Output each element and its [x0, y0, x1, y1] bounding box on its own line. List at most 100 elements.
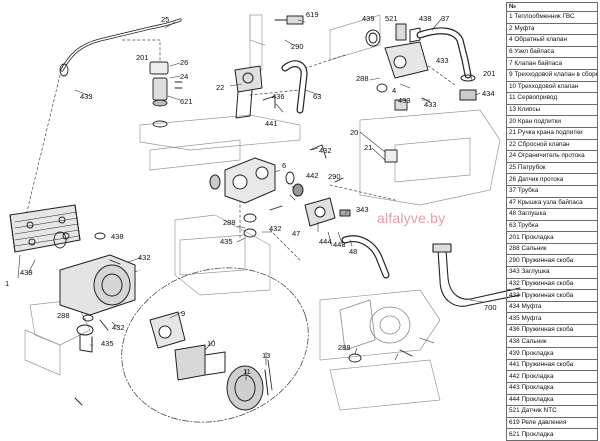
callout-48: 48: [349, 247, 358, 256]
callout-63: 63: [313, 92, 322, 101]
callout-290-a: 290: [291, 42, 304, 51]
watermark-text: alfalyve.by: [377, 210, 446, 226]
legend-row: 22 Сбросной клапан: [506, 138, 598, 152]
callout-438-b: 438: [111, 232, 124, 241]
callout-leaders: [17, 17, 484, 381]
callout-439-a: 439: [362, 14, 375, 23]
callout-21: 21: [364, 143, 373, 152]
callout-521: 521: [385, 14, 398, 23]
legend-row-text: 290 Пружинная скоба: [506, 254, 598, 268]
servo-cable: [432, 243, 521, 307]
callout-25: 25: [161, 15, 170, 24]
callout-700: 700: [484, 303, 497, 312]
legend-row-text: 435 Муфта: [506, 312, 598, 326]
legend-row-text: 11 Сервопривод: [506, 92, 598, 105]
legend-row: 13 Клипсы: [506, 103, 598, 117]
legend-row: 435 Муфта: [506, 312, 598, 326]
legend-row: 443 Прокладка: [506, 382, 598, 395]
filling-tap: [384, 99, 408, 163]
background-chassis-lines: [24, 14, 501, 411]
legend-header-row: №: [506, 2, 598, 12]
legend-row-text: 20 Кран подпитки: [506, 115, 598, 128]
callout-47: 47: [292, 229, 301, 238]
callout-201-right: 201: [483, 69, 496, 78]
legend-row-text: 434 Муфта: [506, 300, 598, 314]
legend-row-text: 433 Пружинная скоба: [506, 289, 598, 302]
legend-row: 433 Пружинная скоба: [506, 289, 598, 302]
pump-motor: [339, 299, 411, 351]
callout-37: 37: [441, 14, 450, 23]
legend-row-text: 22 Сбросной клапан: [506, 138, 598, 152]
legend-row: 37 Трубка: [506, 184, 598, 198]
legend-row: 26 Датчик протока: [506, 173, 598, 186]
callout-433-b: 433: [436, 56, 449, 65]
legend-row: 63 Трубка: [506, 219, 598, 233]
legend-row-text: 63 Трубка: [506, 219, 598, 233]
legend-row: 1 Теплообменник ГВС: [506, 11, 598, 24]
legend-row-text: 621 Прокладка: [506, 428, 598, 441]
legend-row: 441 Пружинная скоба: [506, 358, 598, 372]
callout-288-d: 288: [338, 343, 351, 352]
callout-443: 443: [333, 240, 346, 249]
legend-row-text: 441 Пружинная скоба: [506, 358, 598, 372]
legend-row: 288 Сальник: [506, 242, 598, 256]
legend-row-text: 443 Прокладка: [506, 382, 598, 395]
legend-row: 7 Клапан байпаса: [506, 57, 598, 70]
callout-436: 436: [272, 92, 285, 101]
callout-20: 20: [350, 128, 359, 137]
callout-433-a: 433: [80, 92, 93, 101]
legend-row: 21 Ручка крана подпитки: [506, 126, 598, 140]
legend-row-text: 9 Трехходовой клапан в сборе: [506, 68, 598, 82]
legend-row: 25 Патрубок: [506, 161, 598, 175]
right-valve-block: [365, 23, 429, 79]
callout-1: 1: [5, 279, 10, 288]
legend-row-text: 24 Ограничитель протока: [506, 150, 598, 163]
legend-row: 48 Заглушка: [506, 208, 598, 221]
legend-row: 621 Прокладка: [506, 428, 598, 441]
callout-6: 6: [282, 161, 287, 170]
legend-row-text: 6 Узел байпаса: [506, 45, 598, 59]
callout-433-c: 433: [424, 100, 437, 109]
callout-432-b: 432: [269, 224, 282, 233]
legend-row-text: 438 Сальник: [506, 335, 598, 349]
legend-row-text: 4 Обратный клапан: [506, 34, 598, 47]
coupling-434: [459, 74, 477, 101]
three-way-valve: [149, 311, 273, 411]
legend-row: 24 Ограничитель протока: [506, 150, 598, 163]
callout-435-a: 435: [220, 237, 233, 246]
legend-row-text: 444 Прокладка: [506, 393, 598, 407]
legend-row: 521 Датчик NTC: [506, 405, 598, 418]
callout-22: 22: [216, 83, 225, 92]
legend-row: 438 Сальник: [506, 335, 598, 349]
callout-11: 11: [243, 367, 251, 376]
callout-435-b: 435: [101, 339, 114, 348]
legend-row: 439 Прокладка: [506, 347, 598, 360]
legend-row: 47 Крышка узла байпаса: [506, 196, 598, 210]
legend-row: 434 Муфта: [506, 300, 598, 314]
bypass-cover: [304, 197, 351, 227]
clips-and-seals: [53, 63, 431, 406]
legend-row-text: 2 Муфта: [506, 22, 598, 36]
legend-row: 619 Реле давления: [506, 416, 598, 430]
flow-sensor-assembly: [149, 61, 183, 128]
legend-row-text: 7 Клапан байпаса: [506, 57, 598, 70]
legend-row: 9 Трехходовой клапан в сборе: [506, 68, 598, 82]
legend-row: 290 Пружинная скоба: [506, 254, 598, 268]
callout-288-c: 288: [57, 311, 70, 320]
legend-row: 436 Пружинная скоба: [506, 324, 598, 337]
legend-row-text: 1 Теплообменник ГВС: [506, 11, 598, 24]
callout-619: 619: [306, 10, 319, 19]
callout-434: 434: [482, 89, 495, 98]
callout-439-b: 439: [20, 268, 33, 277]
legend-row-text: 13 Клипсы: [506, 103, 598, 117]
legend-row-text: 432 Пружинная скоба: [506, 277, 598, 291]
legend-row-text: 439 Прокладка: [506, 347, 598, 360]
callout-343: 343: [356, 205, 369, 214]
callout-290-b: 290: [328, 172, 341, 181]
callout-4: 4: [392, 86, 397, 95]
legend-row: 6 Узел байпаса: [506, 45, 598, 59]
callout-288-b: 288: [223, 218, 236, 227]
legend-row-text: 10 Трехходовой клапан: [506, 80, 598, 94]
